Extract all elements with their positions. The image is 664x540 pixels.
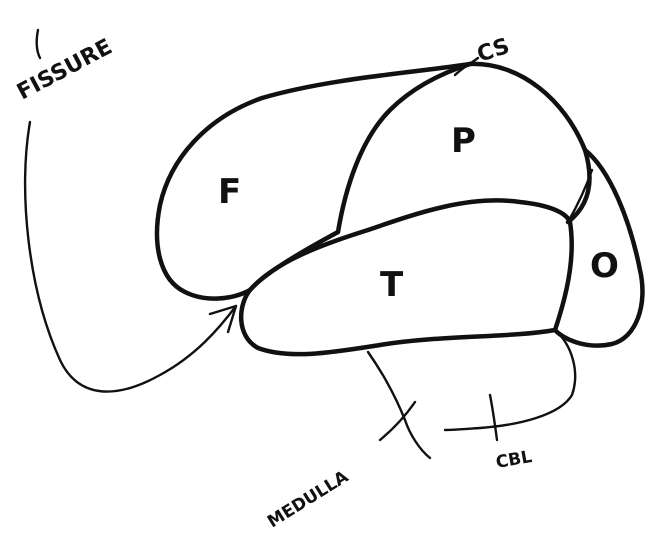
parietal-label: P (451, 121, 476, 161)
brainstem-outline (366, 350, 432, 460)
frontal-label: F (218, 172, 241, 212)
fissure-label: FISSURE (13, 35, 116, 106)
cbl-pointer (488, 393, 499, 442)
occipital-lobe-outline (552, 147, 645, 348)
temporal-label: T (380, 265, 404, 305)
arrow-head (208, 304, 238, 334)
parieto-occipital-line (566, 168, 594, 224)
fissure-tick (35, 28, 42, 60)
occipital-label: O (590, 246, 619, 286)
central-sulcus-mark (453, 56, 480, 77)
cerebellum-outline (443, 328, 577, 432)
medulla-label: MEDULLA (264, 466, 353, 532)
fissure-arrow (23, 120, 238, 393)
cs-label: CS (474, 34, 513, 68)
medulla-pointer (378, 400, 417, 442)
temporal-lobe-outline (238, 198, 574, 357)
frontal-lobe-outline (154, 61, 473, 301)
cbl-label: CBL (494, 447, 533, 473)
